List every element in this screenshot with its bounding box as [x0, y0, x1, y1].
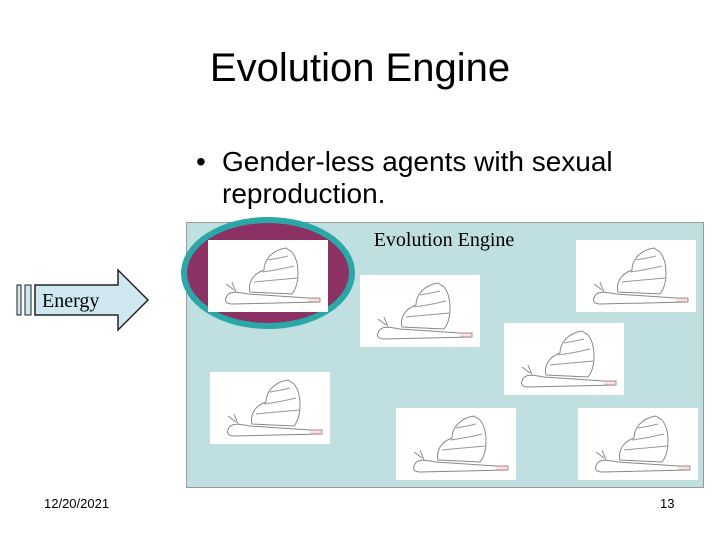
snail-icon — [520, 330, 617, 388]
slide-number: 13 — [660, 496, 675, 511]
snail-icon — [412, 415, 509, 473]
bullet-text: Gender-less agents with sexual reproduct… — [222, 146, 613, 209]
snail-icon — [224, 247, 321, 305]
snail-card — [210, 372, 330, 444]
snail-card — [576, 240, 696, 312]
snail-card — [578, 408, 698, 480]
right-arrow-icon — [16, 268, 150, 332]
slide-title: Evolution Engine — [209, 46, 511, 90]
snail-icon — [594, 415, 691, 473]
snail-card — [208, 240, 328, 312]
panel-title: Evolution Engine — [373, 229, 515, 251]
snail-card — [504, 323, 624, 395]
bullet-item: • Gender-less agents with sexual reprodu… — [196, 146, 616, 210]
snail-icon — [226, 379, 323, 437]
snail-card — [396, 408, 516, 480]
snail-card — [360, 275, 480, 347]
energy-label: Energy — [42, 290, 100, 312]
slide-date: 12/20/2021 — [44, 496, 110, 511]
snail-icon — [376, 282, 473, 340]
snail-icon — [592, 247, 689, 305]
bullet-marker: • — [196, 146, 206, 177]
